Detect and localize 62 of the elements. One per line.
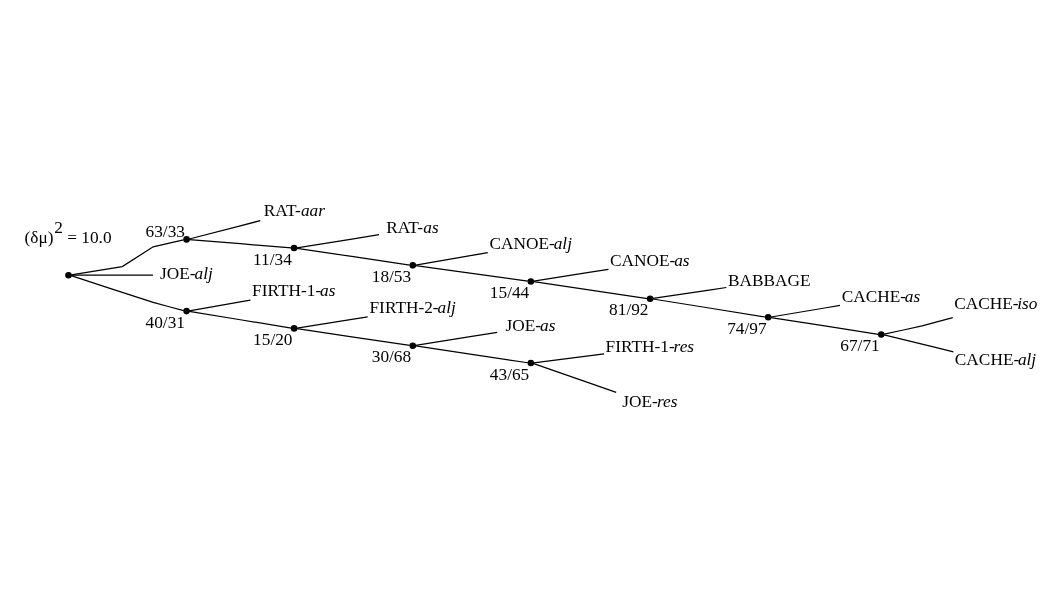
node-text: CACHE-as [841,286,921,306]
connector [533,352,605,363]
node-text: JOE-res [622,391,678,411]
node-point [764,313,772,321]
connector [70,238,185,276]
node-label: 63/33 [145,221,185,241]
node-label: 40/31 [145,312,185,332]
connector [652,286,727,299]
node-text: CANOE-as [609,250,690,270]
connector [188,310,292,329]
node-label: 74/97 [727,318,767,338]
connector [415,251,489,266]
node-text: JOE-alj [159,263,213,283]
node-label: 15/20 [253,329,293,349]
connector [883,316,954,335]
connector [415,264,529,282]
node-text: CANOE-alj [489,233,572,253]
connector [770,316,879,335]
connector [415,344,529,363]
node-label: 81/92 [609,299,649,319]
connector [533,268,610,282]
connector [70,274,154,276]
connector [533,362,617,393]
connector [296,327,411,346]
node-point [646,294,654,302]
connector [296,247,411,266]
node-point [183,235,190,243]
connector [188,238,292,249]
connector [70,274,185,311]
node-point [527,277,535,285]
connector [188,219,261,240]
connector [415,331,498,346]
node-point [409,261,417,269]
node-point [290,244,298,251]
node-label: 15/44 [489,282,530,302]
node-point [65,271,72,279]
node-point [409,341,417,349]
node-text: BABBAGE [728,270,811,290]
node-text: CACHE-alj [954,349,1037,369]
node-point [878,330,885,338]
node-label: 43/65 [489,364,530,384]
connector [770,304,841,318]
node-point [183,307,190,314]
connector [296,315,369,329]
node-point [527,359,535,366]
node-text: CACHE-iso [954,293,1038,313]
node-text: FIRTH-1-as [252,280,336,300]
node-label: 18/53 [371,266,412,286]
node-text: RAT-aar [263,200,325,220]
node-label: 30/68 [371,346,412,366]
node-point [290,324,298,332]
connector [188,298,251,311]
node-text: JOE-as [505,315,556,334]
node-label: 11/34 [253,249,292,269]
connector [296,233,380,248]
connector [652,297,766,318]
connector [883,333,954,352]
node-text: FIRTH-2-alj [369,297,456,317]
node-text: RAT-as [386,217,439,237]
node-label: 67/71 [840,335,880,355]
connector [533,280,649,299]
node-text: FIRTH-1-res [605,336,695,356]
